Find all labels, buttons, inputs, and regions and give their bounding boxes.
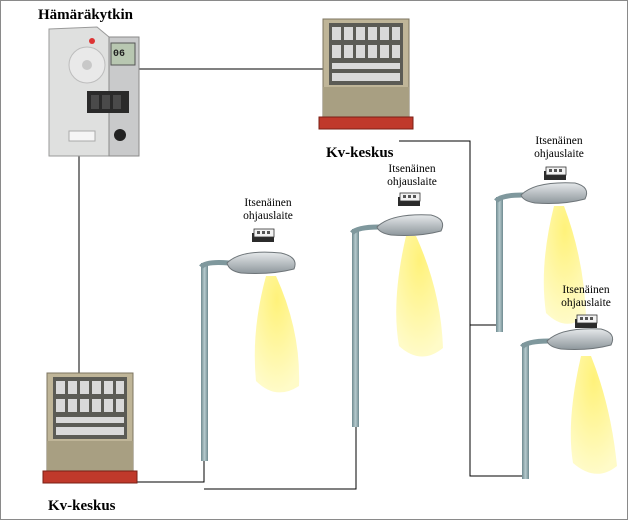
street-light-4 (520, 328, 617, 479)
controller-label-1: Itsenäinen ohjauslaite (243, 197, 293, 222)
cabinet-bottom (42, 372, 138, 484)
cabinet-bottom-label: Kv-keskus (48, 498, 116, 514)
cabinet-top-label: Kv-keskus (326, 145, 394, 161)
meter-display: 06 (113, 49, 126, 60)
controller-label-4: Itsenäinen ohjauslaite (561, 284, 611, 309)
cabinet-top (318, 18, 414, 130)
controller-label-3: Itsenäinen ohjauslaite (534, 135, 584, 160)
street-light-2 (350, 214, 444, 427)
control-module-icon (543, 166, 567, 181)
control-module-icon (397, 192, 421, 207)
light-switch-meter (48, 26, 140, 157)
control-module-icon (251, 228, 275, 243)
switch-wires (78, 68, 323, 373)
street-light-3 (494, 182, 588, 332)
street-light-1 (199, 251, 300, 461)
controller-label-2: Itsenäinen ohjauslaite (387, 163, 437, 188)
control-module-icon (574, 314, 598, 329)
light-switch-label: Hämäräkytkin (38, 7, 134, 23)
cable-lines (133, 140, 528, 490)
